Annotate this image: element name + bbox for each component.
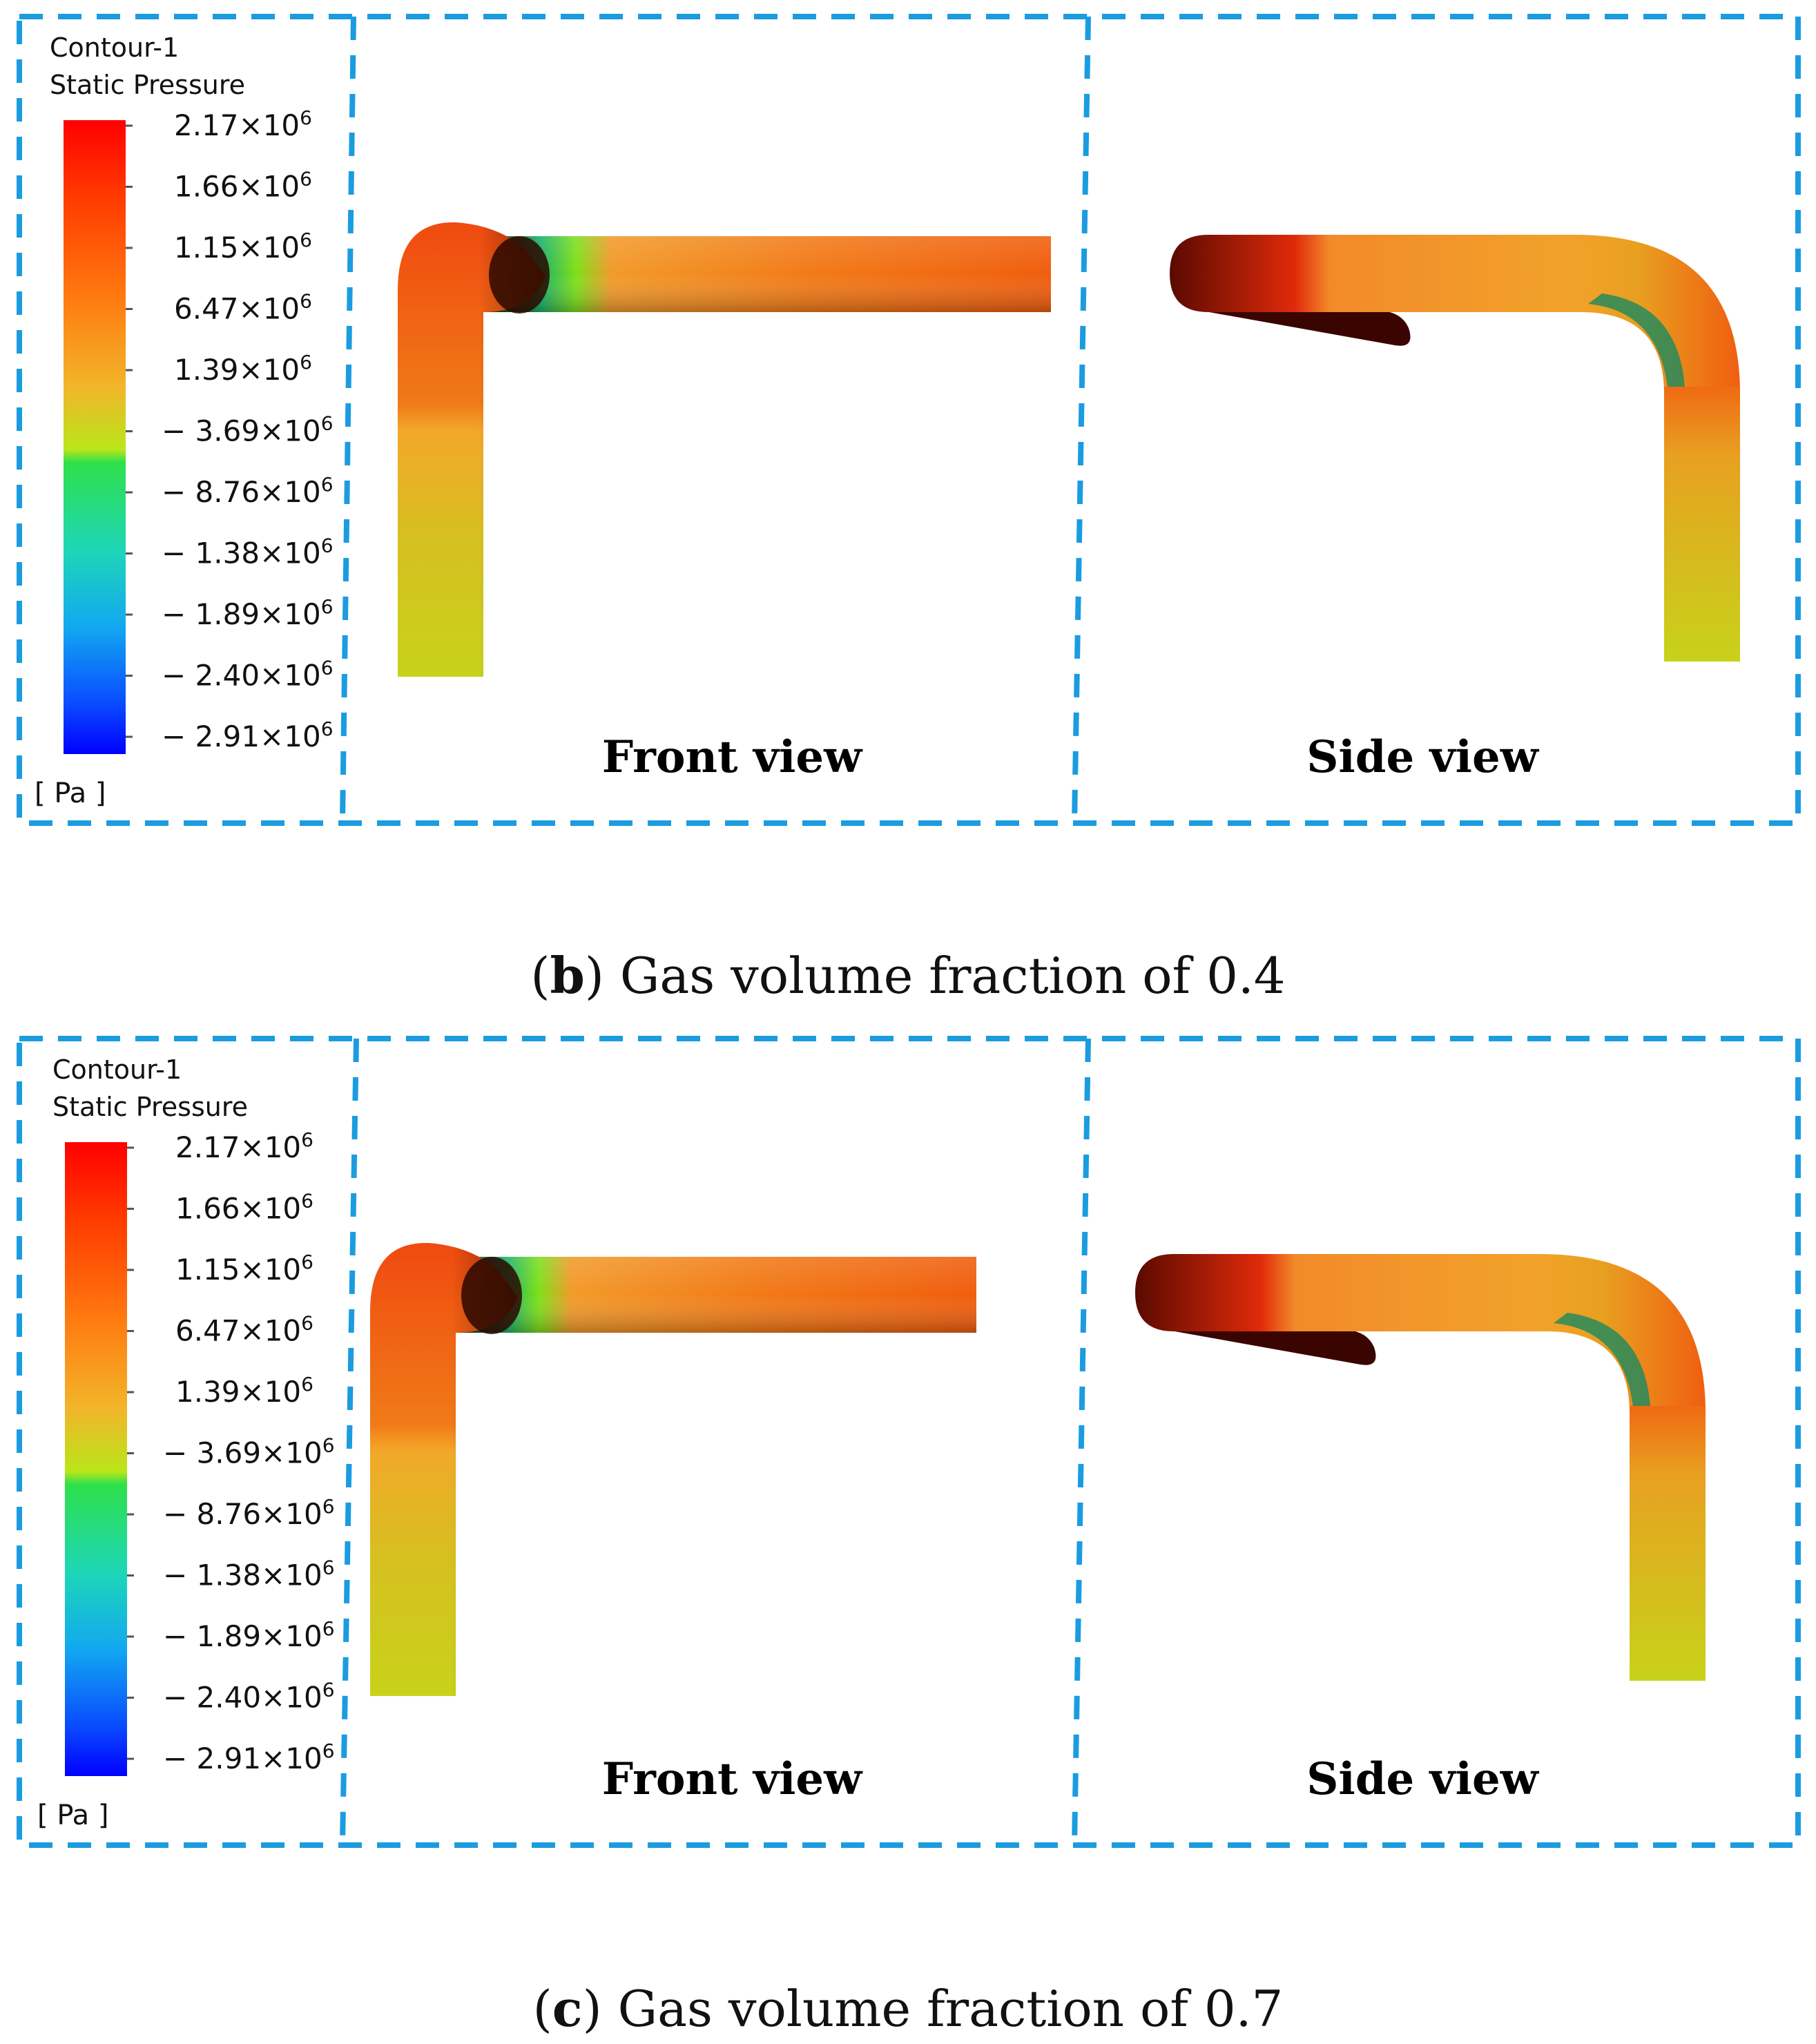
colorbar (65, 1142, 127, 1776)
legend-divider (340, 16, 356, 824)
front-view-pipe (370, 1242, 976, 1696)
caption-c: (c) Gas volume fraction of 0.7 (532, 1979, 1284, 2038)
side-view-pipe (1135, 1254, 1706, 1681)
view-divider (1072, 16, 1091, 824)
side-view-pipe (1170, 235, 1740, 662)
side-top-pipe (1135, 1254, 1706, 1413)
legend-subtitle: Static Pressure (52, 1092, 248, 1122)
legend-tick-label: 1.39×106 (175, 1373, 313, 1409)
front-view-label: Front view (602, 1753, 863, 1805)
legend-ticks: 2.17×106 1.66×106 1.15×106 6.47×106 1.39×106… (126, 106, 334, 753)
legend-tick-label: − 2.40×106 (162, 657, 334, 693)
legend-tick-label: 1.66×106 (174, 168, 312, 204)
outer-frame (17, 1036, 1801, 1848)
panel-b: Contour-1 Static Pressure 2.17×106 1.66×1… (17, 14, 1801, 1005)
panel-c-canvas: Contour-1 Static Pressure 2.17×106 1.66×1… (17, 1036, 1801, 1848)
legend-tick-label: 1.15×106 (175, 1251, 313, 1286)
side-view-label: Side view (1306, 731, 1540, 783)
legend-tick-label: − 1.89×106 (163, 1617, 335, 1653)
legend-tick-label: − 1.89×106 (162, 595, 334, 631)
legend-tick-label: − 2.91×106 (163, 1739, 335, 1775)
legend-tick-label: 1.39×106 (174, 351, 312, 387)
side-down-pipe (1630, 1406, 1706, 1681)
legend-tick-label: 2.17×106 (174, 106, 312, 142)
side-lower-branch (1201, 311, 1411, 346)
legend-tick-label: − 1.38×106 (162, 534, 334, 570)
legend-tick-label: − 8.76×106 (162, 473, 334, 509)
outer-frame (17, 14, 1801, 826)
panel-c-frames (17, 1036, 1801, 1848)
legend-tick-label: − 2.40×106 (163, 1679, 335, 1715)
legend-tick-label: − 2.91×106 (162, 717, 334, 753)
front-view-label: Front view (602, 731, 863, 783)
legend-tick-label: − 3.69×106 (162, 412, 334, 448)
legend-title: Contour-1 (50, 32, 179, 63)
legend-tick-label: 2.17×106 (175, 1128, 313, 1164)
legend-tick-label: 1.15×106 (174, 229, 312, 264)
legend-unit: [ Pa ] (35, 778, 106, 809)
side-lower-branch (1167, 1330, 1376, 1365)
caption-b: (b) Gas volume fraction of 0.4 (530, 946, 1286, 1005)
legend-title: Contour-1 (52, 1054, 182, 1085)
legend-ticks: 2.17×106 1.66×106 1.15×106 6.47×106 1.39×106… (127, 1128, 335, 1775)
legend: Contour-1 Static Pressure 2.17×106 1.66×1… (35, 32, 334, 809)
side-view-label: Side view (1306, 1753, 1540, 1805)
legend: Contour-1 Static Pressure 2.17×106 1.66×1… (37, 1054, 335, 1831)
side-top-pipe (1170, 235, 1740, 394)
panel-b-canvas: Contour-1 Static Pressure 2.17×106 1.66×1… (17, 14, 1801, 826)
panel-c: Contour-1 Static Pressure 2.17×106 1.66×1… (0, 1022, 1816, 2044)
panel-b-frames (17, 14, 1801, 826)
legend-tick-label: 1.66×106 (175, 1190, 313, 1226)
legend-divider (340, 1038, 359, 1846)
side-down-pipe (1664, 387, 1740, 662)
legend-tick-label: − 8.76×106 (163, 1495, 335, 1531)
front-view-pipe (398, 222, 1051, 677)
legend-tick-label: 6.47×106 (175, 1312, 313, 1348)
view-divider (1072, 1038, 1091, 1846)
legend-tick-label: 6.47×106 (174, 290, 312, 326)
colorbar (64, 120, 126, 754)
legend-tick-label: − 3.69×106 (163, 1434, 335, 1470)
legend-unit: [ Pa ] (37, 1800, 108, 1831)
legend-tick-label: − 1.38×106 (163, 1556, 335, 1592)
legend-subtitle: Static Pressure (50, 70, 245, 100)
